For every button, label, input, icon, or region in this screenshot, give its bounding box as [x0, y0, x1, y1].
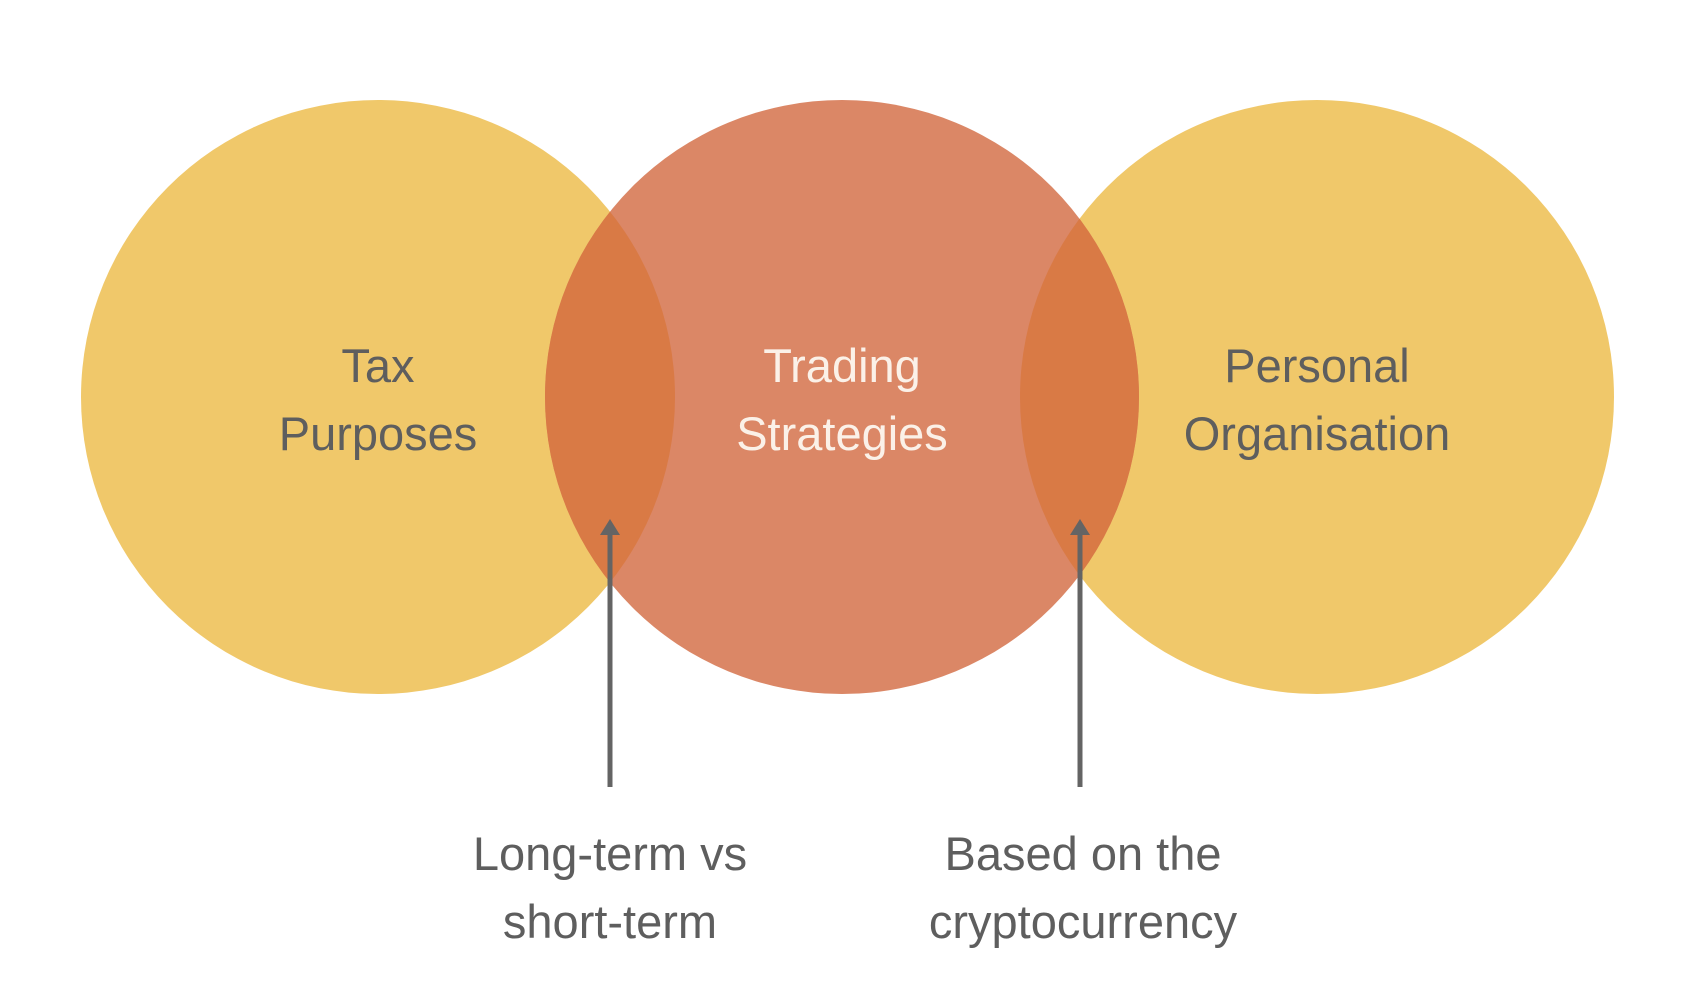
label-line: Purposes	[278, 407, 478, 460]
label-line: Tax	[341, 339, 415, 392]
label-line: Strategies	[736, 407, 948, 460]
label-tax-purposes: Tax Purposes	[279, 332, 478, 468]
annotation-long-vs-short-term: Long-term vs short-term	[473, 820, 747, 956]
label-line: Personal	[1224, 339, 1410, 392]
circle-personal-organisation	[1020, 100, 1614, 694]
label-trading-strategies: Trading Strategies	[736, 332, 948, 468]
annotation-line: Based on the	[944, 827, 1222, 880]
circle-trading-strategies	[545, 100, 1139, 694]
label-personal-organisation: Personal Organisation	[1184, 332, 1451, 468]
annotation-line: cryptocurrency	[928, 895, 1238, 948]
label-line: Trading	[763, 339, 921, 392]
circle-tax-purposes	[81, 100, 675, 694]
label-line: Organisation	[1183, 407, 1451, 460]
arrow-left	[600, 519, 620, 787]
annotation-line: short-term	[502, 895, 718, 948]
annotation-based-on-crypto: Based on the cryptocurrency	[929, 820, 1237, 956]
annotation-line: Long-term vs	[472, 827, 748, 880]
arrow-right	[1070, 519, 1090, 787]
